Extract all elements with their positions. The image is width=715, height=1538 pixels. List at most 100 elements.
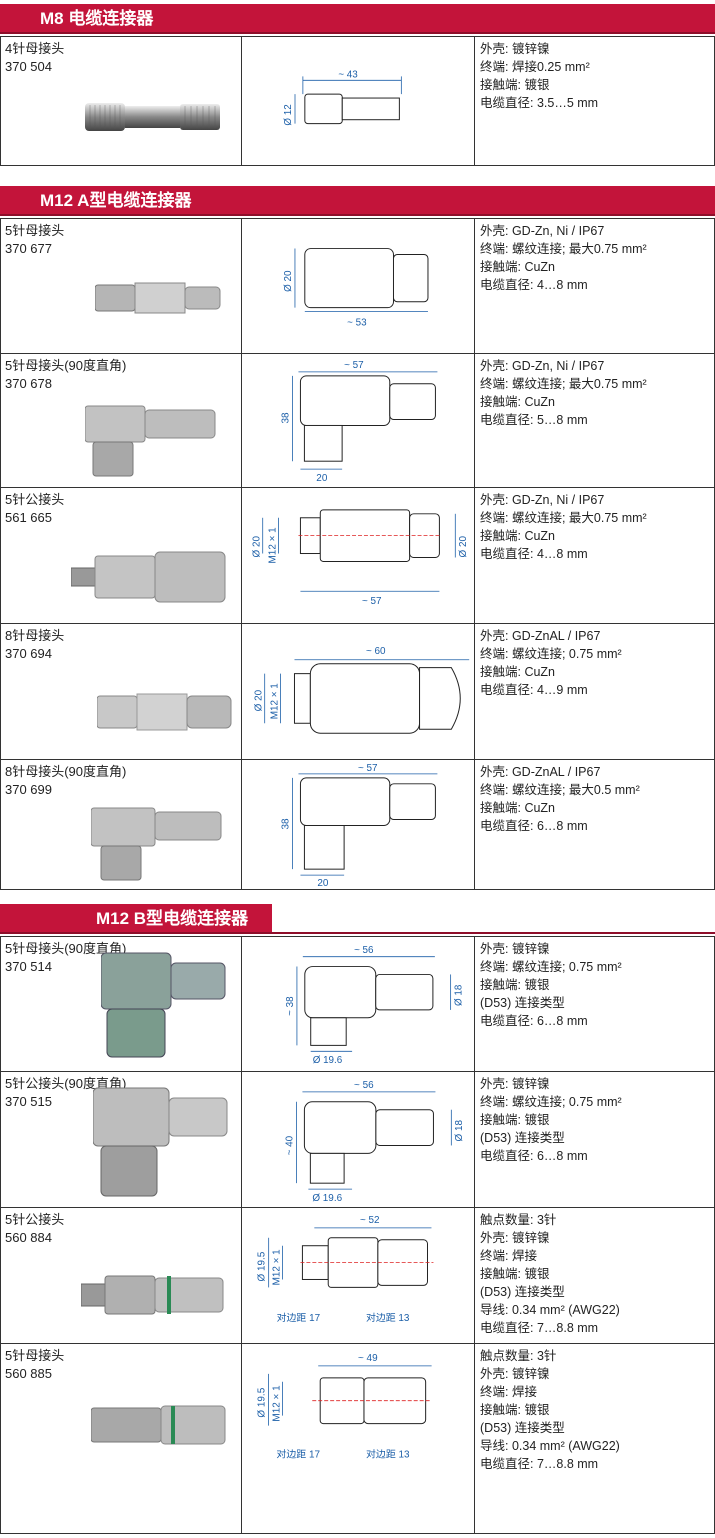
- product-name: 8针母接头(90度直角): [5, 764, 127, 779]
- spec-line: 触点数量: 3针: [480, 1213, 557, 1227]
- product-row: 5针母接头 370 677 Ø 20 ~ 53 外壳: GD-Zn, Ni / …: [0, 218, 715, 354]
- connector-photo: [71, 551, 226, 603]
- section-title: M12 A型电缆连接器: [0, 186, 715, 216]
- part-number: 561 665: [5, 510, 52, 525]
- dimension-drawing: ~ 57 38 20: [281, 360, 438, 484]
- product-row: 8针母接头 370 694 ~ 60 Ø 20 M12 × 1 外壳: GD-Z…: [0, 624, 715, 760]
- dimension-drawing: ~ 56 ~ 40 Ø 18 Ø 19.6: [284, 1080, 465, 1204]
- spec-line: 电缆直径: 4…8 mm: [480, 547, 588, 561]
- dim-thread: M12 × 1: [268, 527, 279, 564]
- spec-line: 电缆直径: 5…8 mm: [480, 413, 588, 427]
- product-row: 5针公接头 561 665 Ø 20 M12 × 1 Ø 20 ~ 57 外壳:…: [0, 488, 715, 624]
- dim-height: 38: [281, 412, 292, 424]
- spec-cell: 外壳: GD-Zn, Ni / IP67 终端: 螺纹连接; 最大0.75 mm…: [480, 219, 714, 353]
- connector-photo: [97, 693, 232, 731]
- drawing-cell: ~ 43 Ø 12: [241, 37, 475, 165]
- spec-line: 接触端: CuZn: [480, 395, 556, 409]
- spec-line: 终端: 螺纹连接; 0.75 mm²: [480, 647, 622, 661]
- part-number: 370 677: [5, 241, 52, 256]
- spec-line: 电缆直径: 6…8 mm: [480, 819, 588, 833]
- drawing-cell: ~ 52 Ø 19.5 M12 × 1 对边距 17 对边距 13: [241, 1208, 475, 1343]
- spec-line: 外壳: 镀锌镍: [480, 1367, 550, 1381]
- dimension-drawing: ~ 57 38 20: [281, 763, 438, 889]
- spec-line: 接触端: CuZn: [480, 529, 556, 543]
- dim-diameter-2: Ø 19.6: [312, 1193, 342, 1204]
- product-name: 8针母接头: [5, 628, 65, 643]
- product-name: 5针公接头: [5, 492, 65, 507]
- part-number: 370 678: [5, 376, 52, 391]
- product-row: 8针母接头(90度直角) 370 699 ~ 57 38 20 外壳: GD-Z…: [0, 760, 715, 890]
- spec-line: 外壳: 镀锌镍: [480, 42, 550, 56]
- part-number: 370 515: [5, 1094, 52, 1109]
- product-name: 5针母接头(90度直角): [5, 358, 127, 373]
- product-name-cell: 5针母接头(90度直角) 370 678: [5, 354, 237, 487]
- spec-cell: 外壳: 镀锌镍 终端: 螺纹连接; 0.75 mm² 接触端: 镀银 (D53)…: [480, 1072, 714, 1207]
- connector-photo: [101, 952, 226, 1058]
- spec-line: 接触端: CuZn: [480, 801, 556, 815]
- product-row: 5针母接头(90度直角) 370 514 ~ 56 ~ 38 Ø 18 Ø 19…: [0, 936, 715, 1072]
- spec-line: 电缆直径: 7…8.8 mm: [480, 1321, 599, 1335]
- dim-wrench-13: 对边距 13: [366, 1311, 410, 1324]
- dim-diameter: Ø 19.5: [257, 1387, 268, 1417]
- part-number: 370 514: [5, 959, 52, 974]
- product-row: 4针母接头 370 504 ~ 43 Ø 12 外壳: 镀锌镍 终端: 焊接0.…: [0, 36, 715, 166]
- product-row: 5针公接头 560 884 ~ 52 Ø 19.5 M12 × 1 对边距 17…: [0, 1208, 715, 1344]
- spec-line: 导线: 0.34 mm² (AWG22): [480, 1303, 620, 1317]
- spec-line: 电缆直径: 3.5…5 mm: [480, 96, 599, 110]
- product-name-cell: 5针公接头(90度直角) 370 515: [5, 1072, 237, 1207]
- dim-wrench-17: 对边距 17: [277, 1311, 321, 1324]
- dim-diameter-2: Ø 19.6: [313, 1055, 343, 1066]
- spec-line: 导线: 0.34 mm² (AWG22): [480, 1439, 620, 1453]
- connector-photo: [91, 807, 222, 881]
- spec-line: 外壳: 镀锌镍: [480, 1077, 550, 1091]
- spec-line: 接触端: 镀银: [480, 978, 550, 992]
- spec-cell: 外壳: GD-ZnAL / IP67 终端: 螺纹连接; 最大0.5 mm² 接…: [480, 760, 714, 889]
- spec-cell: 外壳: 镀锌镍 终端: 焊接0.25 mm² 接触端: 镀银 电缆直径: 3.5…: [480, 37, 714, 165]
- dimension-drawing: ~ 60 Ø 20 M12 × 1: [254, 646, 470, 734]
- drawing-cell: ~ 60 Ø 20 M12 × 1: [241, 624, 475, 759]
- product-name-cell: 5针公接头 561 665: [5, 488, 237, 623]
- dimension-drawing: Ø 20 ~ 53: [283, 248, 429, 328]
- spec-line: 终端: 螺纹连接; 0.75 mm²: [480, 960, 622, 974]
- spec-line: 接触端: 镀银: [480, 78, 550, 92]
- product-name-cell: 5针母接头 370 677: [5, 219, 237, 353]
- section-m8: M8 电缆连接器: [0, 4, 715, 34]
- section-m12b: M12 B型电缆连接器: [0, 904, 715, 934]
- section-title: M12 B型电缆连接器: [0, 904, 272, 934]
- part-number: 560 884: [5, 1230, 52, 1245]
- dim-thread: M12 × 1: [272, 1249, 283, 1286]
- spec-line: 触点数量: 3针: [480, 1349, 557, 1363]
- section-m12a: M12 A型电缆连接器: [0, 186, 715, 216]
- spec-line: 终端: 焊接: [480, 1385, 537, 1399]
- spec-line: 电缆直径: 6…8 mm: [480, 1149, 588, 1163]
- spec-line: 终端: 螺纹连接; 最大0.5 mm²: [480, 783, 640, 797]
- spec-line: 外壳: GD-Zn, Ni / IP67: [480, 359, 605, 373]
- spec-line: 外壳: GD-Zn, Ni / IP67: [480, 224, 605, 238]
- spec-line: 外壳: GD-ZnAL / IP67: [480, 629, 601, 643]
- connector-photo: [91, 1405, 226, 1445]
- spec-line: 接触端: CuZn: [480, 665, 556, 679]
- dimension-drawing: ~ 56 ~ 38 Ø 18 Ø 19.6: [285, 945, 464, 1066]
- dim-thread: M12 × 1: [270, 683, 281, 720]
- spec-line: 接触端: 镀银: [480, 1267, 550, 1281]
- product-name: 5针公接头: [5, 1212, 65, 1227]
- spec-line: (D53) 连接类型: [480, 996, 565, 1010]
- dim-diameter: Ø 12: [283, 104, 294, 125]
- drawing-cell: ~ 56 ~ 40 Ø 18 Ø 19.6: [241, 1072, 475, 1207]
- drawing-cell: ~ 56 ~ 38 Ø 18 Ø 19.6: [241, 937, 475, 1071]
- spec-line: 接触端: 镀银: [480, 1403, 550, 1417]
- product-row: 5针母接头(90度直角) 370 678 ~ 57 38 20 外壳: GD-Z…: [0, 354, 715, 488]
- dim-length: ~ 56: [354, 1080, 374, 1091]
- section-title: M8 电缆连接器: [0, 4, 715, 34]
- drawing-cell: Ø 20 ~ 53: [241, 219, 475, 353]
- connector-photo: [95, 282, 221, 314]
- drawing-cell: Ø 20 M12 × 1 Ø 20 ~ 57: [241, 488, 475, 623]
- product-name-cell: 8针母接头 370 694: [5, 624, 237, 759]
- product-row: 5针母接头 560 885 ~ 49 Ø 19.5 M12 × 1 对边距 17…: [0, 1344, 715, 1534]
- dim-length: ~ 57: [362, 596, 382, 607]
- dimension-drawing: Ø 20 M12 × 1 Ø 20 ~ 57: [252, 509, 469, 607]
- dim-diameter: Ø 18: [454, 1120, 465, 1142]
- product-name-cell: 8针母接头(90度直角) 370 699: [5, 760, 237, 889]
- dim-diameter-2: Ø 20: [458, 536, 469, 558]
- spec-line: 电缆直径: 7…8.8 mm: [480, 1457, 599, 1471]
